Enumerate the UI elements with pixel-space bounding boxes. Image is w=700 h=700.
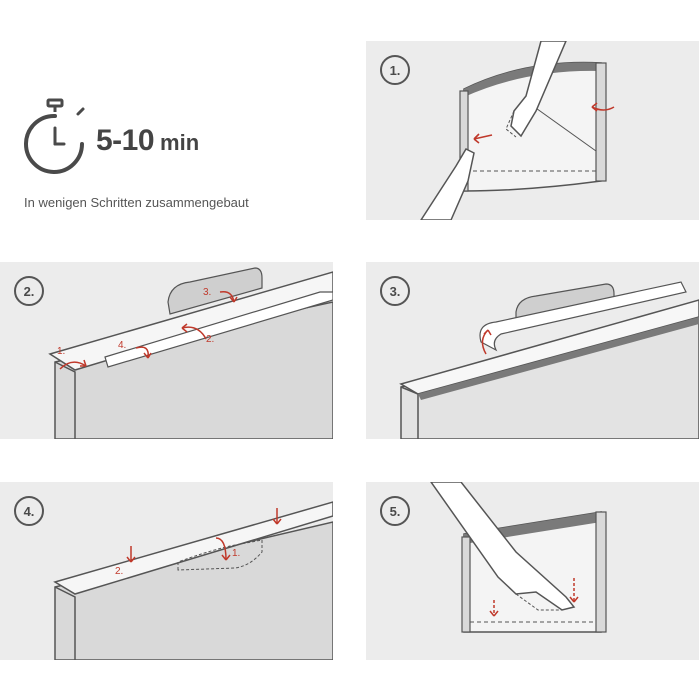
step-5-panel: 5. [366, 482, 699, 660]
step-5-illustration [430, 482, 607, 633]
time-value: 5-10 [96, 124, 155, 157]
stopwatch-icon [24, 98, 85, 174]
step-4-panel: 4. 1. 2. [0, 482, 333, 660]
step-2-illustration [48, 267, 333, 439]
step-2-label-1: 1. [57, 346, 66, 357]
step-1-panel: 1. [366, 41, 699, 220]
step-3-panel: 3. [366, 262, 699, 439]
step-2-label-4: 4. [118, 340, 127, 351]
step-4-label-1: 1. [232, 548, 241, 559]
step-4-label-2: 2. [115, 566, 124, 577]
step-2-panel: 2. 1. 2. 3. 4. [0, 262, 333, 439]
intro-subtitle: In wenigen Schritten zusammengebaut [24, 195, 249, 210]
assembly-time: 5-10 min [96, 124, 199, 158]
step-1-badge: 1. [380, 55, 410, 85]
step-3-badge: 3. [380, 276, 410, 306]
step-2-label-3: 3. [203, 287, 212, 298]
step-2-badge: 2. [14, 276, 44, 306]
step-4-illustration [53, 501, 333, 660]
step-1-illustration [420, 41, 615, 220]
step-3-illustration [399, 281, 699, 439]
step-5-badge: 5. [380, 496, 410, 526]
step-4-badge: 4. [14, 496, 44, 526]
time-unit: min [160, 130, 200, 155]
step-2-label-2: 2. [206, 334, 215, 345]
